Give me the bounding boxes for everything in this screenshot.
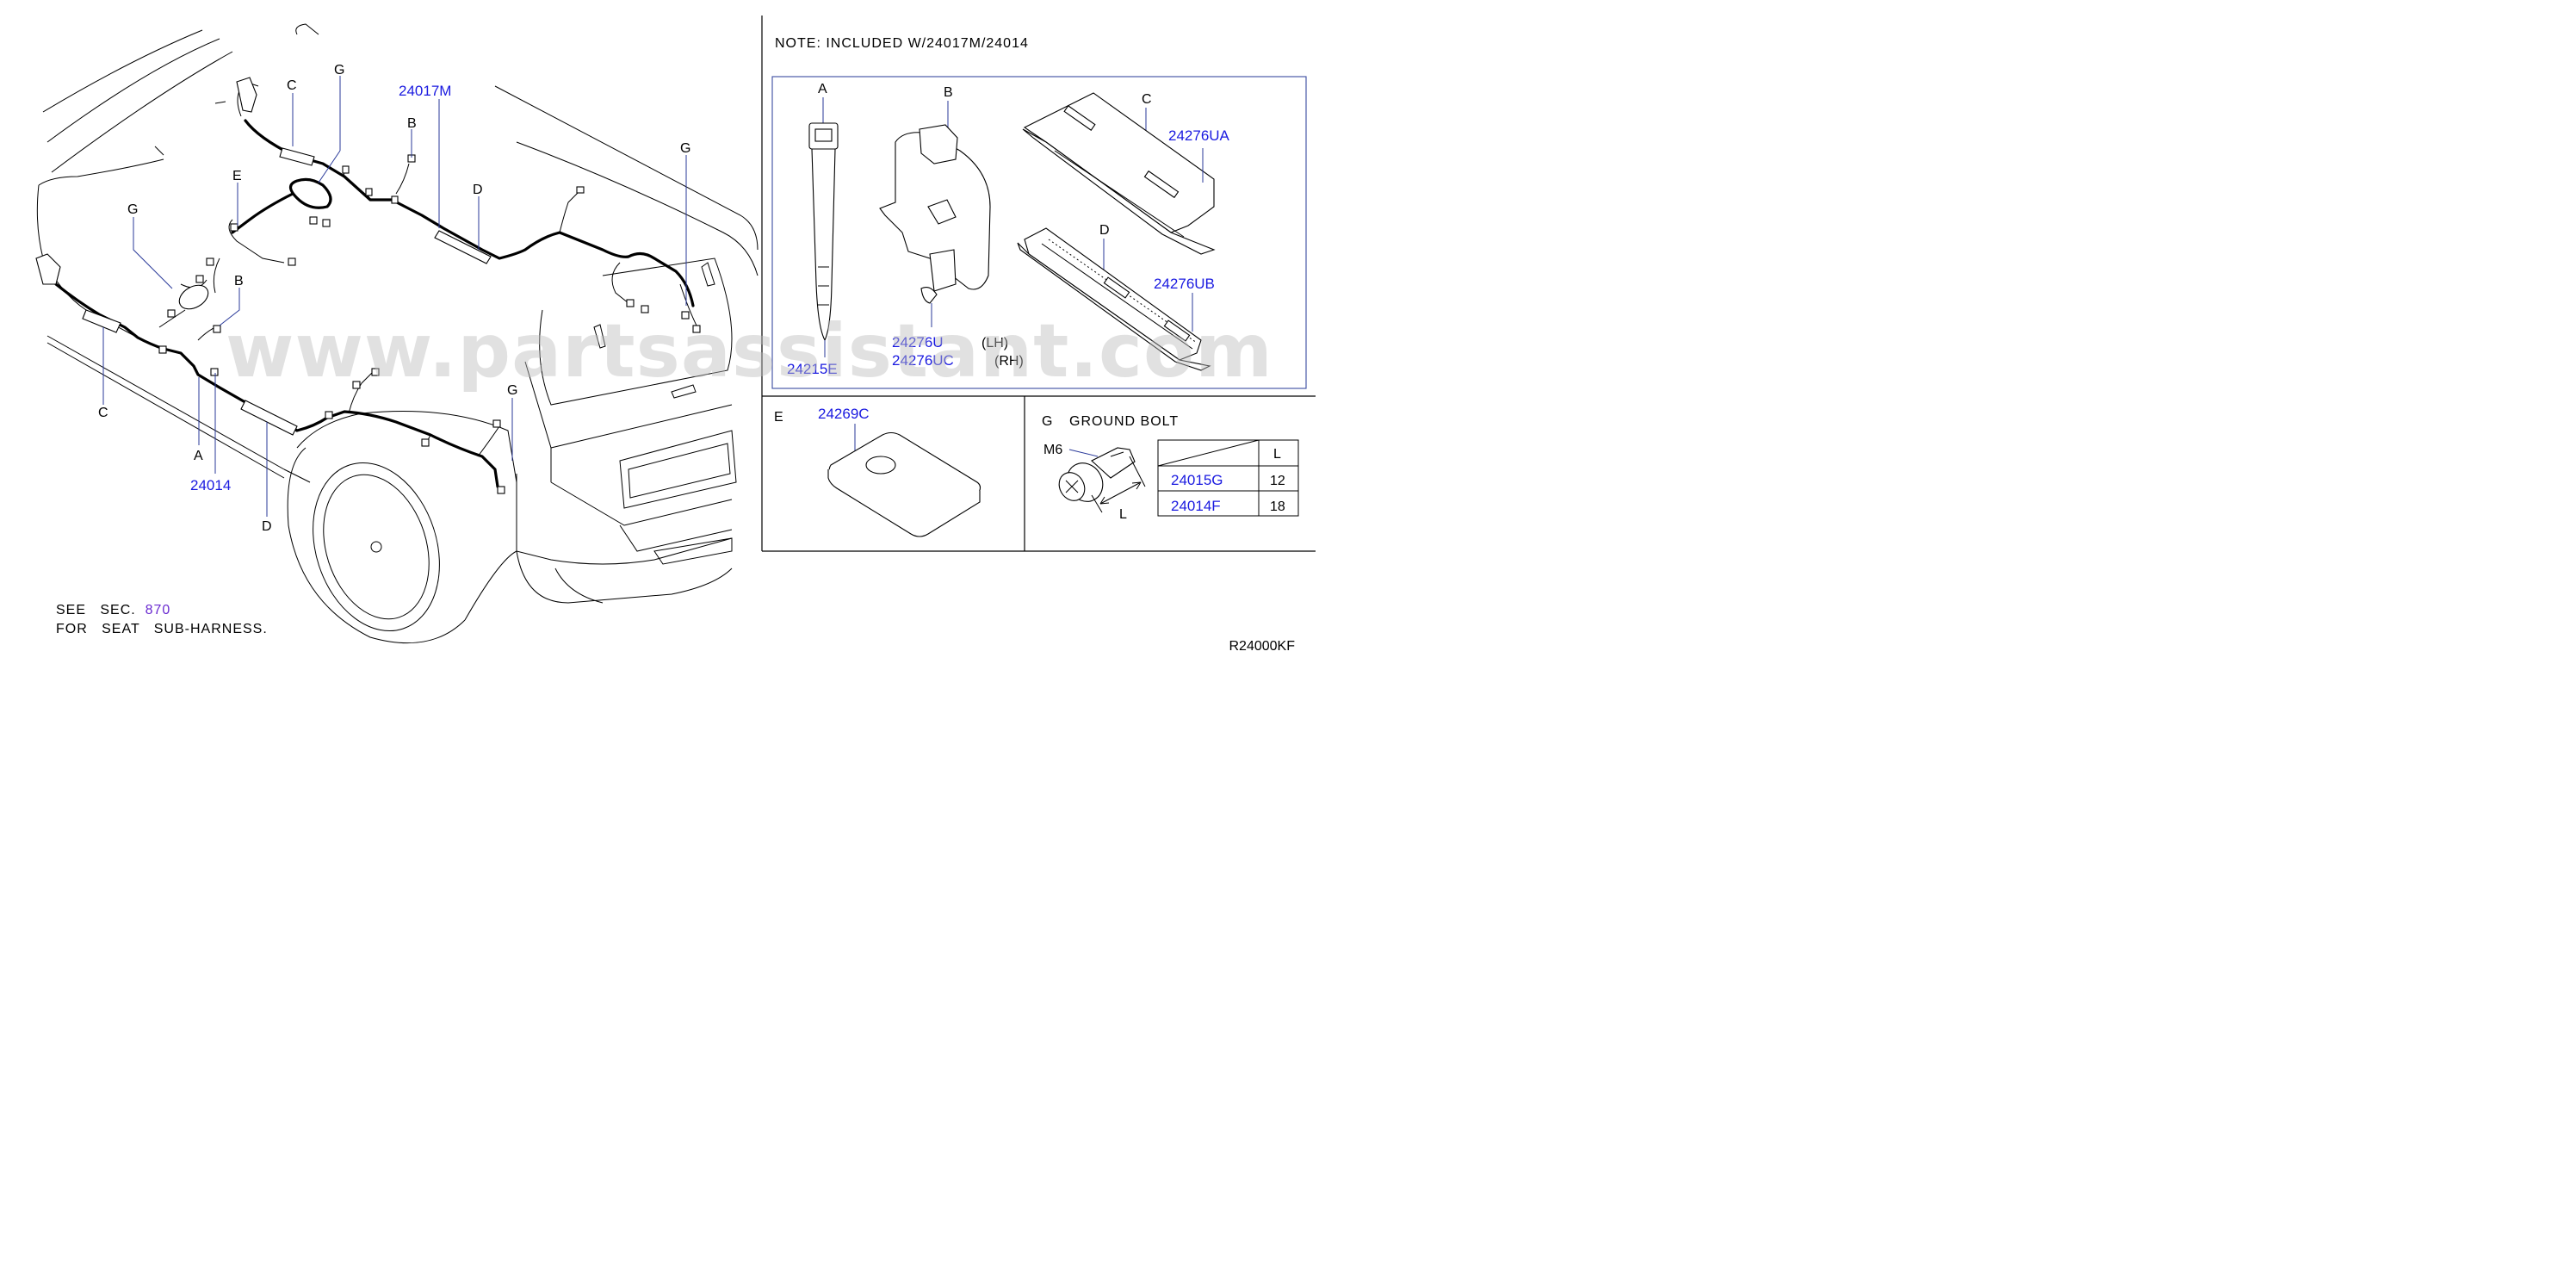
harness-protectors bbox=[35, 77, 701, 494]
clip-part-b: B 24276U 24276UC (LH) (RH) bbox=[879, 85, 1024, 369]
parts-diagram: C G 24017M B D G E G B C A 24014 D G NOT… bbox=[35, 16, 1316, 644]
bolt-length-table bbox=[1157, 439, 1299, 517]
part-24215e: 24215E bbox=[787, 361, 838, 377]
part-24276u: 24276U bbox=[892, 334, 944, 351]
table-header-l: L bbox=[1273, 447, 1281, 462]
label-e: E bbox=[774, 410, 783, 425]
length-label: L bbox=[1119, 507, 1127, 522]
callout-c-bottom: C bbox=[98, 406, 108, 420]
included-parts-box bbox=[771, 76, 1307, 389]
label-c: C bbox=[1142, 92, 1152, 107]
callout-e-left: E bbox=[232, 169, 242, 183]
callout-g-right: G bbox=[680, 141, 690, 156]
label-d: D bbox=[1099, 223, 1110, 238]
thread-m6: M6 bbox=[1043, 443, 1062, 457]
callout-24017m: 24017M bbox=[399, 83, 451, 99]
callout-24014: 24014 bbox=[190, 477, 231, 493]
see-section-note: SEE SEC. 870 bbox=[56, 603, 170, 618]
table-row-length: 12 bbox=[1270, 474, 1285, 488]
callout-b-left: B bbox=[234, 274, 244, 288]
note-text: NOTE: INCLUDED W/24017M/24014 bbox=[775, 36, 1029, 51]
table-row-part-no: 24015G bbox=[1171, 472, 1223, 488]
ground-bolt-part-g: G GROUND BOLT M6 L L 24015G 12 24014F 18 bbox=[1042, 414, 1299, 522]
callout-g-left: G bbox=[127, 202, 138, 217]
ground-bolt-title: GROUND BOLT bbox=[1069, 414, 1179, 429]
label-rh: (RH) bbox=[994, 354, 1024, 369]
callout-a-bottom: A bbox=[194, 449, 203, 463]
see-sec-text: SEE SEC. bbox=[56, 603, 136, 617]
label-lh: (LH) bbox=[981, 336, 1008, 351]
protector-part-d: D 24276UB bbox=[1017, 223, 1215, 371]
vehicle-outline bbox=[36, 29, 759, 644]
callout-g-bottom: G bbox=[507, 383, 517, 398]
callout-d-top: D bbox=[473, 183, 483, 197]
label-a: A bbox=[818, 82, 827, 96]
pad-part-e: E 24269C bbox=[774, 406, 981, 537]
section-link[interactable]: 870 bbox=[145, 603, 171, 617]
callout-c-top: C bbox=[287, 78, 297, 93]
callout-leaders bbox=[102, 76, 687, 517]
table-row-part-no: 24014F bbox=[1171, 498, 1221, 514]
main-callouts: C G 24017M B D G E G B C A 24014 D G bbox=[98, 63, 690, 534]
part-24276ub: 24276UB bbox=[1154, 276, 1215, 292]
panel-frame bbox=[761, 16, 1316, 552]
label-b: B bbox=[944, 85, 953, 100]
part-24276ua: 24276UA bbox=[1168, 127, 1230, 144]
watermark: www.partsassistant.com bbox=[226, 308, 1273, 394]
drawing-code: R24000KF bbox=[1229, 639, 1296, 654]
main-harness bbox=[54, 119, 695, 488]
part-24276uc: 24276UC bbox=[892, 352, 954, 369]
part-24269c: 24269C bbox=[818, 406, 870, 422]
label-g: G bbox=[1042, 414, 1052, 429]
callout-d-bottom: D bbox=[262, 519, 272, 534]
table-row-length: 18 bbox=[1270, 499, 1285, 514]
callout-g-top: G bbox=[334, 63, 344, 78]
cable-tie-part-a: A 24215E bbox=[787, 82, 839, 377]
for-seat-note: FOR SEAT SUB-HARNESS. bbox=[56, 622, 268, 636]
protector-part-c: C 24276UA bbox=[1022, 92, 1230, 255]
callout-b-top: B bbox=[407, 116, 417, 131]
